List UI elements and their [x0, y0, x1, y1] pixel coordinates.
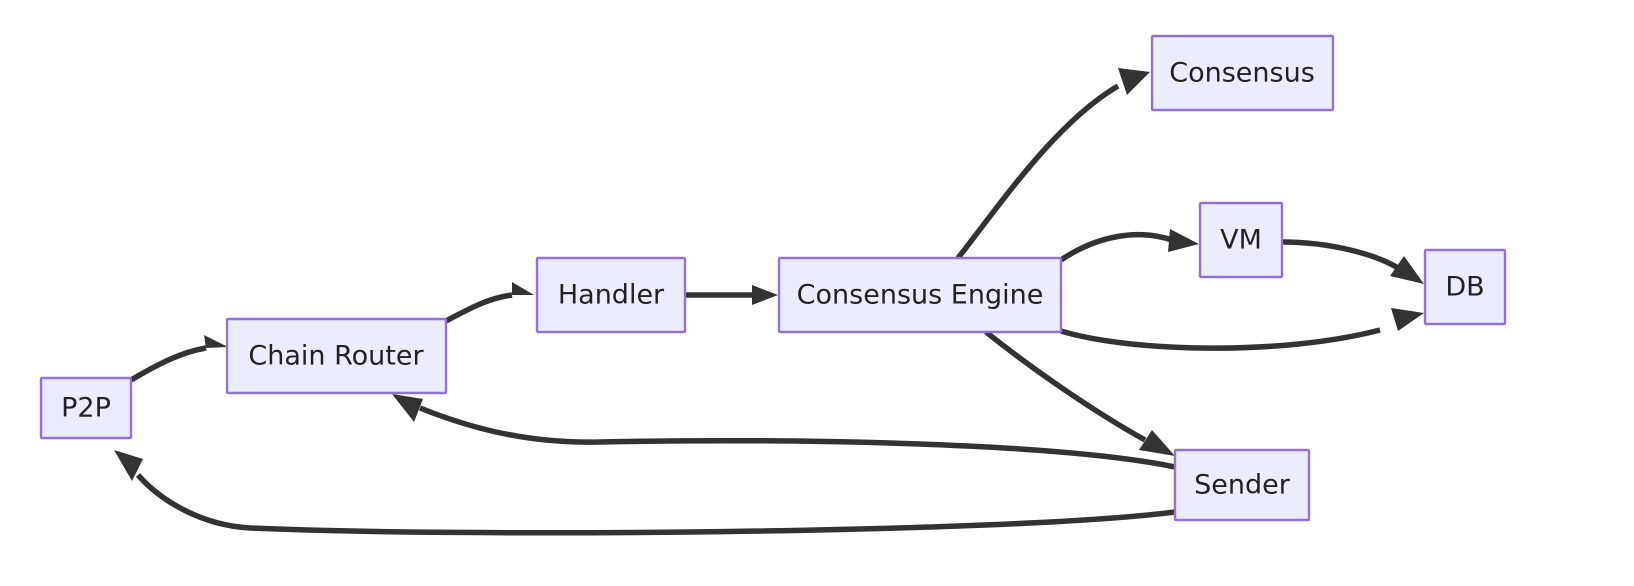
edge-consensus-engine-to-sender [984, 329, 1175, 456]
edge-p2p-to-chain-router [129, 335, 228, 383]
node-chain-router[interactable]: Chain Router [225, 317, 448, 395]
node-p2p[interactable]: P2P [39, 376, 133, 440]
node-box-chain-router[interactable] [225, 317, 448, 395]
edge-vm-to-db [1281, 239, 1424, 284]
edge-path [129, 345, 207, 383]
arrow-head-icon [1391, 308, 1424, 331]
edge-chain-router-to-handler [444, 282, 534, 324]
edge-path [444, 292, 513, 324]
node-layer: P2P Chain Router Handler Consensus Engin… [39, 34, 1507, 522]
node-handler[interactable]: Handler [535, 256, 687, 334]
edge-path [135, 473, 1176, 536]
node-box-sender[interactable] [1173, 448, 1311, 522]
edge-consensus-engine-to-db [1060, 308, 1424, 351]
node-db[interactable]: DB [1423, 248, 1507, 326]
edge-path [984, 329, 1147, 443]
node-label-vm: VM [1220, 225, 1262, 256]
edge-path [1059, 231, 1173, 263]
node-box-consensus[interactable] [1150, 34, 1335, 112]
arrow-head-icon [1168, 229, 1199, 252]
node-box-db[interactable] [1423, 248, 1507, 326]
node-label-db: DB [1445, 272, 1484, 303]
arrow-head-icon [204, 335, 228, 348]
arrow-head-icon [752, 285, 778, 305]
edge-path [955, 83, 1120, 260]
arrow-head-icon [512, 282, 534, 295]
node-label-sender: Sender [1194, 470, 1291, 501]
node-label-p2p: P2P [61, 393, 111, 424]
edge-consensus-engine-to-consensus [955, 68, 1150, 260]
node-vm[interactable]: VM [1198, 201, 1284, 279]
edge-path [418, 405, 1176, 470]
node-box-p2p[interactable] [39, 376, 133, 440]
arrow-head-icon [1118, 68, 1150, 95]
node-box-handler[interactable] [535, 256, 687, 334]
edge-handler-to-consensus-engine [685, 285, 778, 305]
edge-path [1281, 239, 1400, 271]
edge-sender-to-chain-router [392, 394, 1176, 470]
node-consensus[interactable]: Consensus [1150, 34, 1335, 112]
edge-path [1060, 327, 1381, 351]
arrow-head-icon [1390, 256, 1424, 284]
arrow-head-icon [392, 394, 423, 422]
node-label-consensus: Consensus [1169, 58, 1315, 89]
node-label-handler: Handler [558, 280, 665, 311]
arrow-head-icon [1139, 430, 1175, 456]
edge-layer [114, 68, 1424, 536]
node-consensus-engine[interactable]: Consensus Engine [777, 256, 1063, 334]
node-label-chain-router: Chain Router [248, 341, 424, 372]
edge-consensus-engine-to-vm [1059, 229, 1199, 263]
edge-sender-to-p2p [114, 450, 1176, 536]
arrow-head-icon [114, 450, 143, 481]
node-label-consensus-engine: Consensus Engine [797, 280, 1044, 311]
node-sender[interactable]: Sender [1173, 448, 1311, 522]
node-box-vm[interactable] [1198, 201, 1284, 279]
node-box-consensus-engine[interactable] [777, 256, 1063, 334]
